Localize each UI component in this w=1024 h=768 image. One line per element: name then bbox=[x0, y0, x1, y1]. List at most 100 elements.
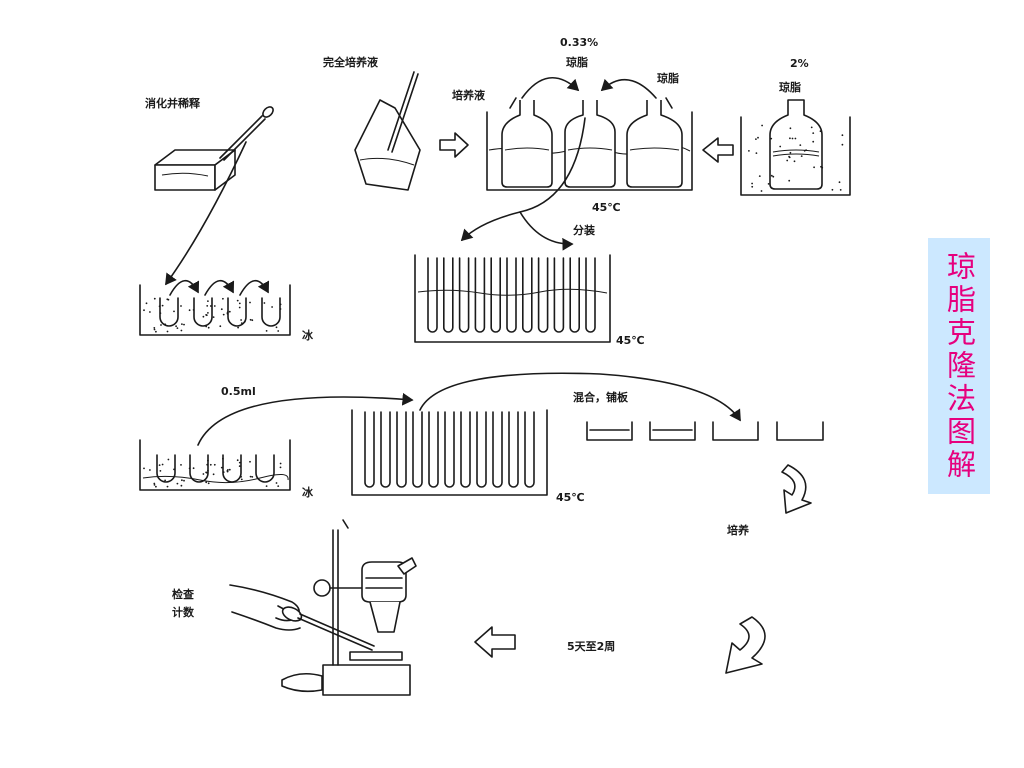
digestion-dish bbox=[154, 149, 236, 191]
ice-dot bbox=[839, 189, 842, 191]
label-digest-dilute: 消化并稀释 bbox=[145, 96, 201, 110]
ice-dot bbox=[153, 482, 156, 485]
bath-agar-2 bbox=[740, 99, 851, 196]
label-duration: 5天至2周 bbox=[567, 640, 615, 653]
ice-dot bbox=[751, 182, 753, 185]
ice-dot bbox=[226, 313, 229, 315]
ice-dot bbox=[202, 315, 205, 318]
medium-flask bbox=[354, 71, 421, 191]
ice-dot bbox=[207, 326, 210, 329]
ice-dot bbox=[207, 459, 209, 462]
bottle-agar-2 bbox=[769, 99, 823, 190]
ice-dot bbox=[271, 306, 273, 308]
ice-dot bbox=[793, 160, 796, 163]
ice-dot bbox=[813, 166, 815, 169]
ice-dot bbox=[161, 463, 164, 466]
test-tube bbox=[524, 411, 535, 488]
ice-dot bbox=[277, 330, 280, 332]
test-tube bbox=[444, 411, 455, 488]
ice-dot bbox=[209, 463, 212, 466]
ice-bath-bottom bbox=[139, 439, 291, 491]
ice-dot bbox=[788, 179, 791, 182]
microscope bbox=[281, 519, 417, 696]
label-agar-2: 琼脂 bbox=[779, 80, 801, 94]
ice-dot bbox=[789, 151, 792, 154]
ice-dot bbox=[263, 302, 266, 304]
ice-dot bbox=[213, 463, 216, 466]
arrow-aliquot-right bbox=[519, 211, 574, 251]
ice-dot bbox=[251, 476, 254, 478]
ice-dot bbox=[222, 313, 225, 316]
ice-dot bbox=[161, 304, 164, 307]
ice-dot bbox=[192, 467, 195, 470]
ice-dot bbox=[153, 297, 156, 300]
ice-dot bbox=[805, 149, 807, 152]
water-bath-bottles bbox=[486, 76, 693, 191]
ice-dot bbox=[265, 485, 268, 487]
ice-dot bbox=[173, 310, 175, 313]
ice-dot bbox=[236, 459, 239, 462]
ice-dot bbox=[841, 134, 844, 137]
ice-dot bbox=[180, 329, 183, 332]
label-aliquot: 分装 bbox=[573, 223, 595, 237]
ice-dot bbox=[277, 485, 280, 487]
ice-dot bbox=[240, 478, 243, 481]
ice-dot bbox=[164, 479, 167, 482]
label-medium: 培养液 bbox=[452, 88, 486, 102]
ice-dot bbox=[219, 325, 222, 328]
ice-dot bbox=[786, 159, 789, 162]
test-tube bbox=[569, 257, 580, 333]
ice-dot bbox=[238, 465, 241, 467]
arrow-ice-to-rack bbox=[197, 392, 414, 446]
petri-dish bbox=[586, 421, 633, 441]
ice-dot bbox=[206, 463, 209, 466]
ice-dot bbox=[240, 319, 243, 321]
ice-dot bbox=[180, 484, 183, 487]
ice-dot bbox=[812, 132, 815, 135]
ice-dot bbox=[841, 143, 844, 146]
ice-dot bbox=[155, 330, 157, 333]
test-tube bbox=[396, 411, 407, 488]
ice-dot bbox=[222, 297, 224, 300]
ice-dot bbox=[220, 466, 223, 469]
ice-dot bbox=[192, 309, 195, 311]
bottle-medium bbox=[501, 100, 553, 188]
ice-dot bbox=[188, 309, 191, 312]
ice-dot bbox=[760, 190, 763, 192]
label-agar-mid: 琼脂 bbox=[657, 71, 679, 85]
ice-dot bbox=[772, 175, 775, 178]
ice-dot bbox=[183, 323, 185, 326]
test-tube bbox=[380, 411, 391, 488]
ice-dot bbox=[222, 457, 224, 460]
label-count: 计数 bbox=[172, 605, 195, 619]
ice-dot bbox=[251, 319, 254, 322]
ice-dot bbox=[181, 323, 183, 325]
ice-dot bbox=[788, 155, 790, 158]
ice-dot bbox=[145, 302, 148, 305]
test-tube bbox=[508, 411, 519, 488]
ice-dot bbox=[238, 306, 241, 309]
small-tube bbox=[222, 454, 242, 483]
ice-dot bbox=[213, 305, 216, 307]
test-tube bbox=[537, 257, 549, 333]
label-agar-033: 琼脂 bbox=[566, 55, 588, 69]
ice-dot bbox=[767, 183, 770, 185]
test-tube bbox=[364, 411, 375, 488]
ice-dot bbox=[180, 464, 182, 466]
ice-dot bbox=[226, 470, 229, 473]
ice-dot bbox=[279, 466, 282, 469]
test-tube bbox=[476, 411, 487, 488]
label-culture: 培养 bbox=[727, 523, 750, 537]
ice-dot bbox=[158, 305, 161, 308]
ice-dot bbox=[166, 330, 169, 333]
ice-dot bbox=[770, 137, 773, 140]
label-temp-rack-top: 45℃ bbox=[616, 334, 645, 347]
ice-dot bbox=[176, 327, 179, 329]
test-tube bbox=[427, 257, 438, 333]
ice-dot bbox=[228, 468, 231, 471]
ice-dot bbox=[279, 308, 282, 310]
ice-dot bbox=[275, 326, 278, 329]
small-tube bbox=[193, 297, 213, 327]
arrow-curved-culture bbox=[781, 464, 812, 514]
